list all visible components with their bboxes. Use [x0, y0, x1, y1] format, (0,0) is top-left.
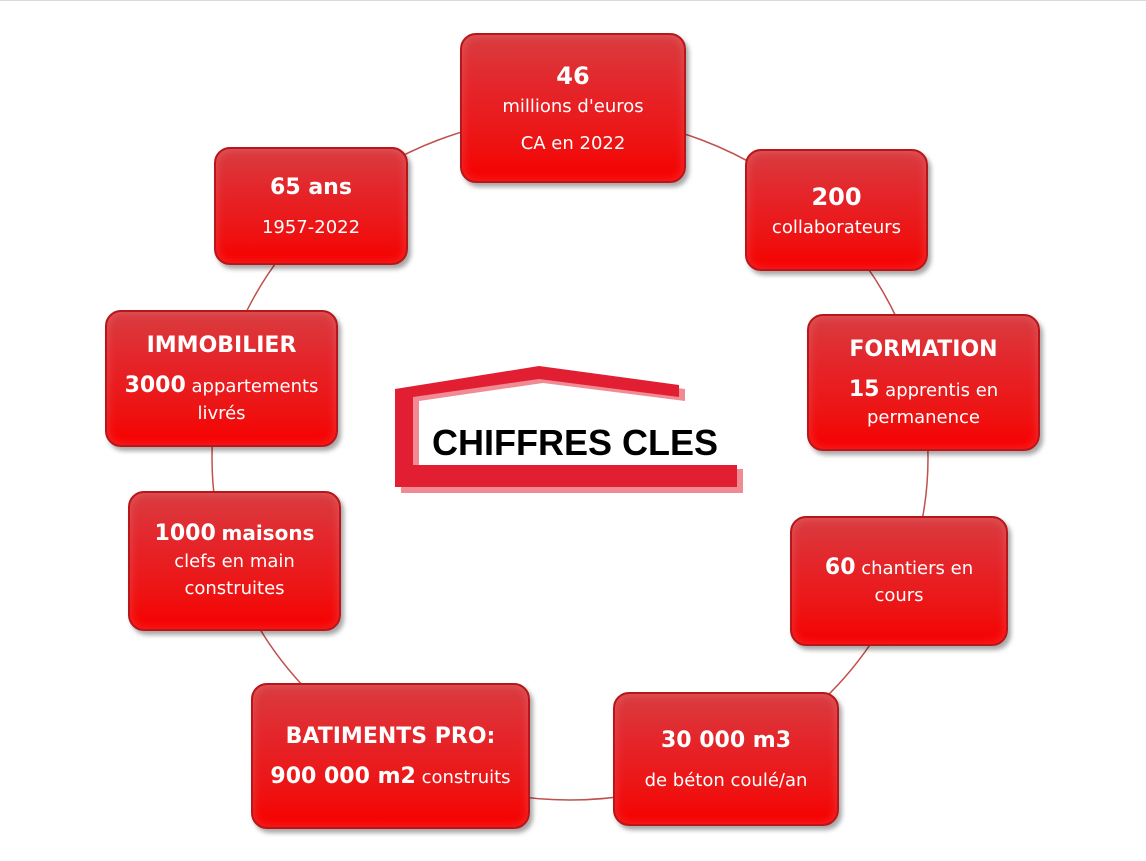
maisons-value: 1000: [154, 521, 216, 546]
batiments-text1: construits: [421, 767, 511, 788]
formation-line1: 15 apprentis en: [849, 376, 998, 404]
box-batiments-pro: BATIMENTS PRO: 900 000 m2 construits: [251, 683, 530, 829]
chantiers-value: 60: [824, 554, 856, 580]
box-collaborateurs: 200 collaborateurs: [745, 149, 928, 271]
maisons-line0: 1000 maisons: [155, 520, 315, 548]
ans-title: 65 ans: [270, 174, 352, 200]
immo-line1: 3000 appartements: [125, 372, 319, 400]
beton-title: 30 000 m3: [660, 727, 792, 753]
formation-text1: apprentis en: [885, 380, 999, 401]
box-immobilier: IMMOBILIER 3000 appartements livrés: [105, 310, 338, 447]
box-beton: 30 000 m3 de béton coulé/an: [613, 692, 839, 826]
formation-line2: permanence: [866, 407, 980, 428]
box-formation: FORMATION 15 apprentis en permanence: [807, 314, 1040, 451]
formation-title: FORMATION: [849, 337, 998, 362]
immo-title: IMMOBILIER: [146, 333, 297, 358]
box-anciennete: 65 ans 1957-2022: [214, 147, 408, 265]
formation-value: 15: [848, 377, 880, 402]
ans-line1: 1957-2022: [261, 216, 361, 238]
chantiers-line1: 60 chantiers en: [825, 554, 973, 582]
immo-line2: livrés: [197, 403, 246, 424]
maisons-line1: clefs en main: [174, 551, 295, 572]
ca-line2: CA en 2022: [520, 133, 626, 154]
box-chiffre-affaires: 46 millions d'euros CA en 2022: [460, 33, 686, 183]
center-title: CHIFFRES CLES: [432, 422, 719, 463]
collab-value: 200: [811, 182, 862, 211]
chantiers-text1: chantiers en: [861, 557, 974, 579]
maisons-value-word: maisons: [221, 521, 315, 545]
house-logo: [395, 366, 743, 493]
collab-line1: collaborateurs: [771, 216, 902, 238]
ca-value: 46: [556, 62, 590, 90]
ca-line1: millions d'euros: [502, 96, 644, 117]
batiments-title: BATIMENTS PRO:: [285, 724, 496, 749]
box-maisons: 1000 maisons clefs en main construites: [128, 491, 341, 631]
batiments-line1: 900 000 m2 construits: [270, 763, 510, 791]
batiments-value: 900 000 m2: [270, 764, 416, 789]
house-logo-main: [395, 366, 737, 487]
immo-value: 3000: [124, 373, 186, 398]
maisons-line2: construites: [184, 578, 285, 599]
box-chantiers: 60 chantiers en cours: [790, 516, 1008, 646]
beton-line1: de béton coulé/an: [644, 769, 808, 791]
immo-text1: appartements: [191, 376, 319, 397]
chantiers-line2: cours: [874, 584, 924, 606]
